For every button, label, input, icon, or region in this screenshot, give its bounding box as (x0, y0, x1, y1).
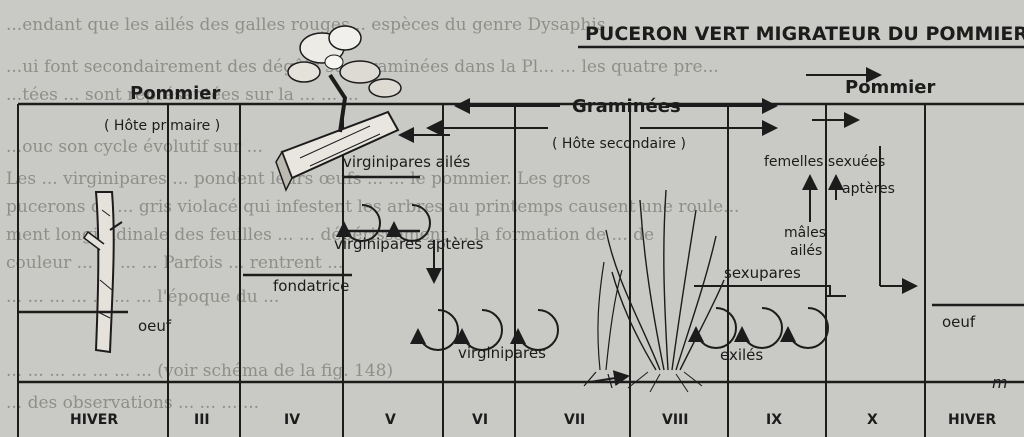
bg-line: ...ouc son cycle évolutif sur ... (6, 137, 263, 157)
loop-arrow (454, 309, 503, 351)
arrow-into-grass (589, 370, 630, 387)
grass-illustration (605, 189, 725, 393)
bg-line: couleur ... ... ... ... Parfois ... rent… (6, 253, 343, 273)
bg-line: ... ... ... ... ... ... ... l'époque du … (6, 287, 279, 307)
label-sexupares: sexupares (724, 264, 801, 282)
label-oeuf-right: oeuf (942, 313, 976, 331)
loop-arrow (510, 309, 559, 351)
month-label: VIII (662, 412, 688, 428)
bg-line: pucerons de ... gris violacé qui infeste… (6, 197, 739, 217)
loop-arrow (780, 307, 829, 349)
month-label: IV (284, 412, 300, 428)
month-label: V (385, 412, 396, 428)
loop-arrow (386, 204, 431, 242)
section-rules (18, 45, 1024, 384)
label-oeuf-left: oeuf (138, 317, 172, 335)
month-label: HIVER (70, 412, 118, 428)
host-middle-label: Graminées (572, 96, 681, 117)
bg-line: ...endant que les ailés des galles rouge… (6, 15, 606, 35)
bg-line: Les ... virginipares ... pondent leurs œ… (6, 169, 590, 189)
bg-line: ... ... ... ... ... ... ... (voir schéma… (6, 361, 393, 381)
apple-branch-illustration (275, 25, 402, 192)
label-virginipares-apteres: virginipares aptères (334, 235, 484, 253)
month-label: VI (472, 412, 488, 428)
loop-arrow (336, 204, 381, 242)
diagram-title: PUCERON VERT MIGRATEUR DU POMMIER (585, 23, 1024, 45)
generation-loops (336, 204, 829, 351)
month-label: X (867, 412, 878, 428)
label-apteres: aptères (842, 181, 895, 197)
grass-illustration (583, 261, 623, 389)
label-exiles: exilés (720, 346, 763, 364)
host-middle-role: ( Hôte secondaire ) (552, 136, 686, 152)
label-virginipares: virginipares (458, 344, 546, 362)
label-virginipares-ailes: virginipares ailés (343, 153, 470, 171)
label-males: mâles (784, 225, 826, 241)
host-left-role: ( Hôte primaire ) (104, 118, 220, 134)
sexupares-line (694, 285, 831, 296)
loop-arrow (734, 307, 783, 349)
label-femelles-sexuees: femelles sexuées (764, 154, 885, 170)
label-fondatrice: fondatrice (273, 277, 349, 295)
flow-arrows (426, 146, 918, 387)
month-label: III (194, 412, 210, 428)
host-right-label: Pommier (845, 77, 935, 98)
bg-line: ...tées ... sont représentées sur la ...… (6, 85, 359, 105)
loop-arrow (688, 307, 737, 349)
migration-arrows (398, 67, 882, 143)
month-labels: HIVER III IV V VI VII VIII IX X HIVER (70, 412, 996, 428)
month-label: HIVER (948, 412, 996, 428)
bg-line: ... des observations ... ... ... ... (6, 393, 259, 413)
illustrator-monogram: m (992, 373, 1008, 392)
month-label: VII (564, 412, 585, 428)
loop-arrow (410, 309, 459, 351)
label-ailes: ailés (790, 243, 822, 259)
stage-bars (18, 175, 1024, 314)
month-dividers (17, 104, 926, 437)
month-label: IX (766, 412, 782, 428)
host-left-label: Pommier (130, 83, 220, 104)
